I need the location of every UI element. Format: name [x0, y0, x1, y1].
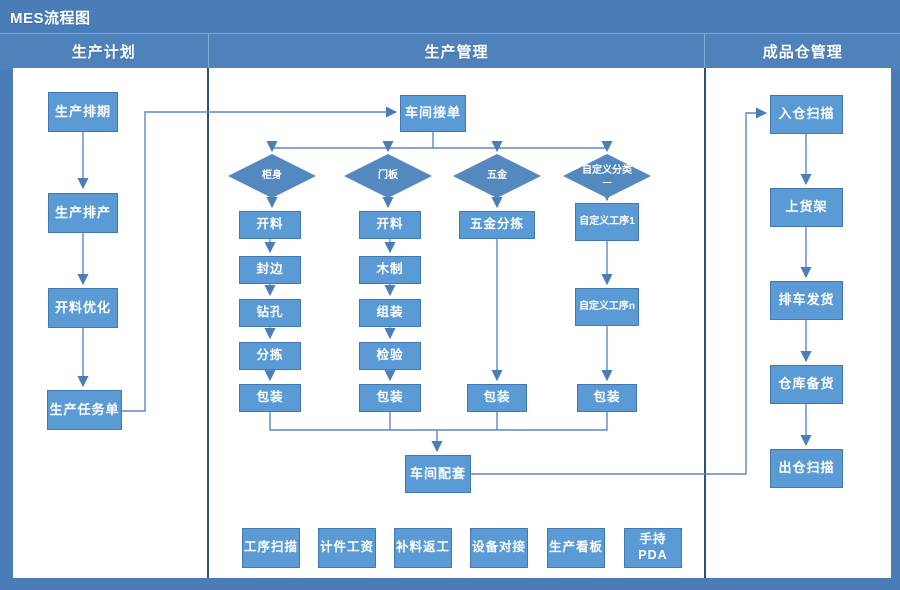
node-warehouse-stocking: 仓库备货 [770, 365, 843, 404]
node-truck-dispatch: 排车发货 [770, 281, 843, 320]
node-refill-rework: 补料返工 [394, 528, 452, 568]
section-divider [207, 68, 209, 578]
decision-label: 柜身 [262, 170, 282, 182]
node-production-board: 生产看板 [547, 528, 605, 568]
section-header-band: 生产计划 生产管理 成品仓管理 [0, 33, 900, 69]
node-equipment-connect: 设备对接 [470, 528, 528, 568]
node-cutting-optimization: 开料优化 [48, 288, 118, 328]
page-title: MES流程图 [10, 10, 91, 27]
node-cutting-1: 开料 [239, 211, 301, 239]
node-packaging-1: 包装 [239, 384, 301, 412]
node-outbound-scan: 出仓扫描 [770, 449, 843, 488]
node-piecework-wage: 计件工资 [318, 528, 376, 568]
node-handheld-pda: 手持PDA [624, 528, 682, 568]
decision-hardware: 五金 [453, 154, 541, 198]
flowchart-panel [13, 68, 891, 578]
decision-label: 五金 [487, 170, 507, 182]
node-custom-process-1: 自定义工序1 [575, 203, 639, 241]
node-assembly: 组装 [359, 299, 421, 327]
node-production-planning: 生产排产 [48, 193, 118, 233]
node-inbound-scan: 入仓扫描 [770, 95, 843, 134]
node-workshop-kitting: 车间配套 [405, 455, 471, 493]
node-inspection: 检验 [359, 342, 421, 370]
node-wood-making: 木制 [359, 256, 421, 284]
node-edge-banding: 封边 [239, 256, 301, 284]
decision-cabinet-body: 柜身 [228, 154, 316, 198]
decision-door-panel: 门板 [344, 154, 432, 198]
node-process-scan: 工序扫描 [242, 528, 300, 568]
node-drilling: 钻孔 [239, 299, 301, 327]
node-packaging-3: 包装 [467, 384, 527, 412]
node-hardware-sorting: 五金分拣 [459, 211, 535, 239]
node-shelving: 上货架 [770, 188, 843, 227]
decision-custom-category: 自定义分类 — [563, 154, 651, 198]
decision-label: 自定义分类 [582, 165, 632, 177]
section-header-production-planning: 生产计划 [71, 44, 136, 61]
section-header-finished-warehouse: 成品仓管理 [704, 34, 900, 69]
node-sorting: 分拣 [239, 342, 301, 370]
decision-label-line2: — [602, 176, 612, 187]
node-production-task-order: 生产任务单 [47, 390, 122, 430]
node-cutting-2: 开料 [359, 211, 421, 239]
decision-label: 门板 [378, 170, 398, 182]
node-custom-process-n: 自定义工序n [575, 288, 639, 326]
node-workshop-order: 车间接单 [400, 95, 466, 132]
section-divider [704, 68, 706, 578]
node-packaging-4: 包装 [577, 384, 637, 412]
section-header-production-management: 生产管理 [207, 34, 705, 69]
node-production-schedule: 生产排期 [48, 92, 118, 132]
node-packaging-2: 包装 [359, 384, 421, 412]
